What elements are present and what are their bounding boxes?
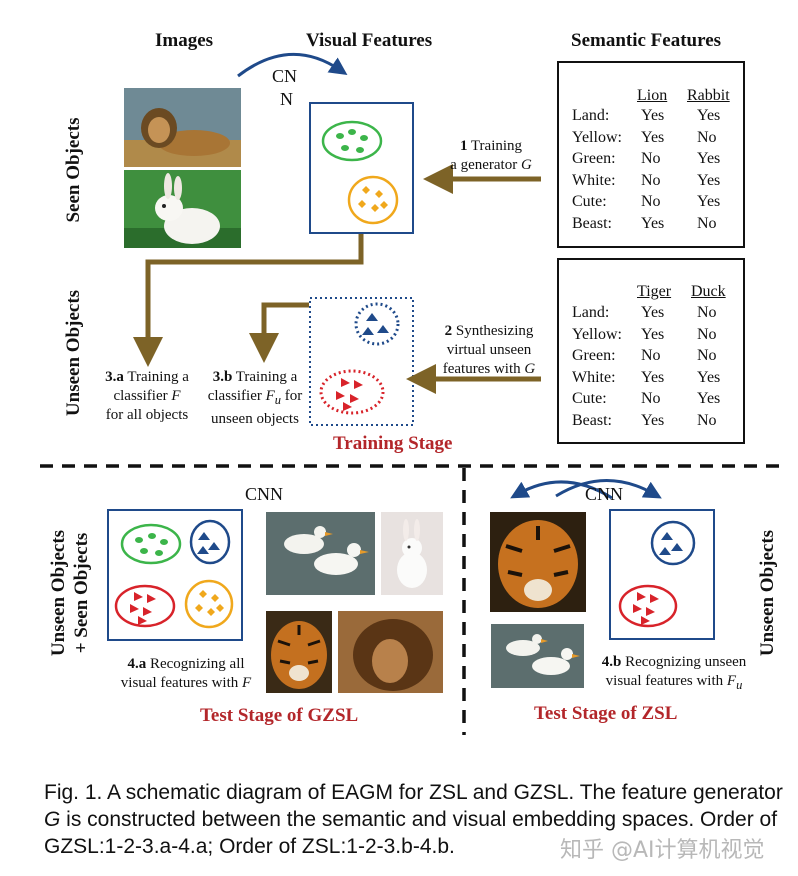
step-3a: 3.a Training a classifier F for all obje… (105, 369, 189, 423)
attr-label: White: (572, 171, 616, 189)
lion-photo-2 (338, 611, 443, 693)
orange-cluster (347, 175, 399, 225)
col-duck: Duck (691, 283, 726, 300)
value-col-2: Yes (697, 368, 721, 386)
attr-label: Green: (572, 347, 616, 365)
unseen-objects-label: Unseen Objects (63, 289, 84, 417)
ducks-photo (266, 512, 375, 595)
tiger-photo (266, 611, 332, 693)
value-col-2: No (697, 128, 717, 146)
step-4a: 4.a Recognizing all visual features with… (120, 656, 252, 691)
training-stage-title: Training Stage (333, 433, 453, 454)
value-col-2: Yes (697, 193, 721, 211)
gzsl-label-line2: + Seen Objects (71, 532, 92, 654)
unseen-features-box (309, 297, 414, 426)
semantic-features-header: Semantic Features (571, 30, 722, 51)
step-3b: 3.b Training a classifier Fu for unseen … (207, 369, 303, 427)
attr-label: Cute: (572, 390, 607, 408)
blue-cluster-dotted (354, 302, 400, 346)
col-rabbit: Rabbit (687, 87, 730, 104)
visual-features-header: Visual Features (306, 30, 433, 51)
value-col-1: Yes (641, 215, 665, 232)
attr-label: Land: (572, 304, 610, 321)
gzsl-label-line1: Unseen Objects (48, 529, 69, 657)
attr-label: Green: (572, 150, 616, 168)
value-col-1: Yes (641, 304, 665, 321)
value-col-2: No (697, 347, 717, 365)
zsl-side-label: Unseen Objects (757, 529, 778, 657)
value-col-2: No (697, 215, 717, 232)
attr-label: Beast: (572, 412, 612, 429)
cnn-label-gzsl: CNN (245, 484, 284, 504)
value-col-1: No (641, 150, 661, 168)
value-col-1: No (641, 347, 661, 365)
value-col-2: Yes (697, 171, 721, 189)
red-cluster-dotted (319, 369, 385, 415)
cnn-label-top-2: N (280, 89, 293, 109)
value-col-1: No (641, 193, 661, 211)
value-col-2: No (697, 412, 717, 429)
step-4b: 4.b Recognizing unseen visual features w… (601, 654, 747, 692)
value-col-2: Yes (697, 150, 721, 168)
value-col-2: Yes (697, 107, 721, 124)
rabbit-photo-2 (381, 512, 443, 595)
gzsl-stage-title: Test Stage of GZSL (200, 705, 359, 726)
col-lion: Lion (637, 87, 668, 104)
zsl-features-box (609, 509, 715, 640)
value-col-2: Yes (697, 390, 721, 408)
gzsl-features-box (107, 509, 243, 641)
value-col-1: Yes (641, 325, 665, 343)
attr-label: Land: (572, 107, 610, 124)
images-header: Images (155, 30, 214, 51)
value-col-1: Yes (641, 368, 665, 386)
value-col-2: No (697, 304, 717, 321)
attr-label: Cute: (572, 193, 607, 211)
tiger-photo-zsl (490, 512, 586, 612)
step-2: 2 Synthesizing virtual unseen features w… (442, 323, 536, 377)
ducks-photo-zsl (491, 624, 584, 688)
col-tiger: Tiger (637, 283, 672, 300)
attr-label: Yellow: (572, 128, 622, 146)
cnn-label-top-1: CN (272, 66, 298, 86)
attr-label: White: (572, 368, 616, 386)
attr-label: Yellow: (572, 325, 622, 343)
step-1: 1 Training a generator G (450, 138, 532, 173)
figure-caption: Fig. 1. A schematic diagram of EAGM for … (44, 781, 783, 858)
green-cluster (321, 120, 383, 162)
value-col-1: Yes (641, 128, 665, 146)
value-col-1: No (641, 171, 661, 189)
value-col-2: No (697, 325, 717, 343)
seen-objects-label: Seen Objects (63, 117, 84, 223)
zsl-stage-title: Test Stage of ZSL (534, 703, 678, 724)
value-col-1: Yes (641, 412, 665, 429)
value-col-1: No (641, 390, 661, 408)
seen-features-box (309, 102, 414, 234)
cnn-label-zsl: CNN (585, 484, 624, 504)
rabbit-photo (124, 170, 241, 248)
lion-photo (124, 88, 241, 167)
attr-label: Beast: (572, 215, 612, 232)
watermark: 知乎 @AI计算机视觉 (560, 838, 765, 863)
value-col-1: Yes (641, 107, 665, 124)
